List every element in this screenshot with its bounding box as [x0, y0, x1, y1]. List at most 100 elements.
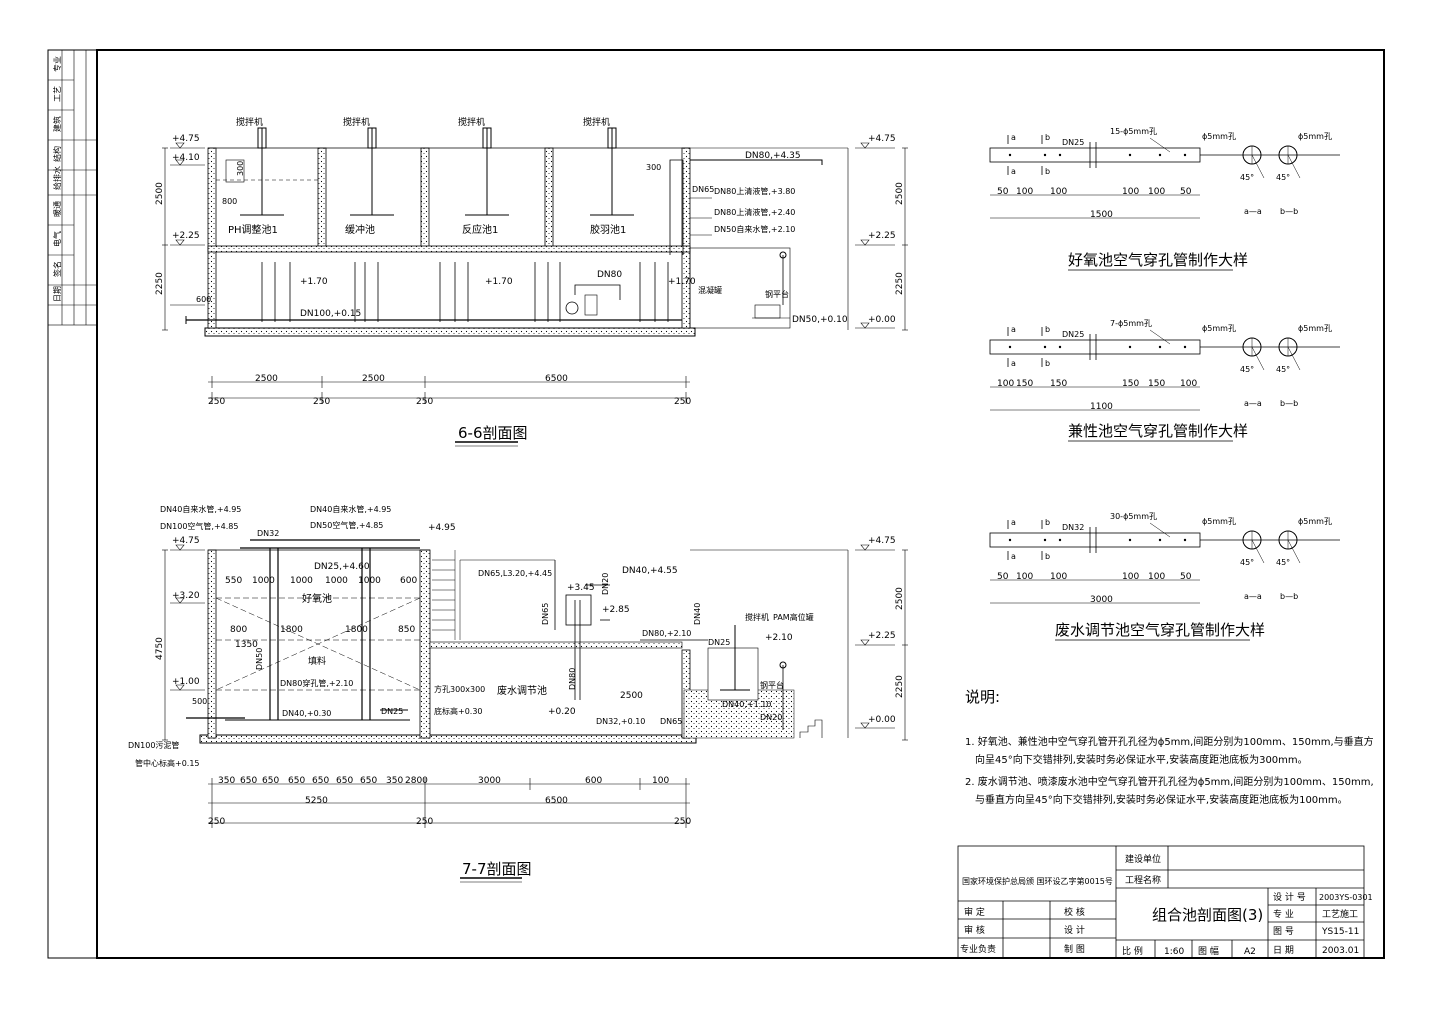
- cut-label: b: [1045, 325, 1050, 334]
- org-label: 国家环境保护总局颁 国环设乙字第0015号: [962, 876, 1113, 886]
- pipe-label: DN100空气管,+4.85: [160, 521, 238, 531]
- pipe-label: DN40,+0.30: [282, 709, 331, 718]
- mixer-label: 搅拌机: [745, 612, 769, 622]
- pipe-label: DN32,+0.10: [596, 717, 645, 726]
- sidebar-cell: 电气: [52, 231, 62, 247]
- dim-label: 800: [230, 625, 247, 635]
- cut-label: a: [1011, 133, 1016, 142]
- level-label: +4.10: [172, 153, 200, 163]
- size: A2: [1244, 947, 1256, 957]
- pipe-label: DN25: [708, 638, 730, 647]
- dim-label: DN65: [692, 185, 714, 194]
- dim-label: 50: [1180, 572, 1192, 582]
- tank-label: 好氧池: [302, 592, 332, 605]
- pipe-dn-label: DN25: [1062, 330, 1084, 339]
- dim-label: 650: [262, 776, 279, 786]
- sidebar-cell: 签名: [52, 261, 62, 277]
- inner-frame: [96, 49, 1385, 959]
- dim-label: 4750: [155, 637, 165, 660]
- detail-title: 废水调节池空气穿孔管制作大样: [1055, 621, 1265, 639]
- sidebar-cell: 专业: [52, 56, 62, 72]
- dim-label: 300: [236, 161, 245, 176]
- hole-label: 底标高+0.30: [434, 706, 483, 716]
- angle-label: 45°: [1276, 173, 1290, 182]
- section-6-6: [162, 127, 908, 447]
- detail-title: 兼性池空气穿孔管制作大样: [1068, 422, 1248, 440]
- pipe-label: DN20: [601, 573, 610, 595]
- level-label: +3.20: [172, 591, 200, 601]
- sidebar-cell: 工艺: [53, 86, 62, 102]
- dim-label: 2250: [895, 272, 905, 295]
- angle-label: 45°: [1240, 558, 1254, 567]
- tb-label: 审 核: [964, 924, 985, 936]
- pipe-label: DN80上清液管,+3.80: [714, 186, 795, 196]
- dim-label: 100: [1180, 379, 1197, 389]
- sidebar-cell: 结构: [52, 146, 62, 162]
- level-label: +2.25: [868, 631, 896, 641]
- dim-label: 2500: [620, 691, 643, 701]
- dim-label: 100: [1050, 187, 1067, 197]
- design-no: 2003YS-0301: [1319, 893, 1373, 902]
- dim-total: 1100: [1090, 402, 1113, 412]
- level-label: +2.85: [602, 605, 630, 615]
- dim-label: 850: [398, 625, 415, 635]
- pipe-label: DN80穿孔管,+2.10: [280, 678, 353, 688]
- pipe-label: DN65: [541, 603, 550, 625]
- level-label: +1.70: [668, 277, 696, 287]
- dim-label: 650: [312, 776, 329, 786]
- pipe-label: DN25,+4.60: [314, 562, 370, 572]
- tank-label: 缓冲池: [345, 223, 375, 236]
- note-line: 2. 废水调节池、喷漆废水池中空气穿孔管开孔孔径为ϕ5mm,间距分别为100mm…: [965, 775, 1374, 788]
- left-sidebar: [47, 49, 98, 326]
- dim-label: 350: [386, 776, 403, 786]
- drawing-title: 组合池剖面图(3): [1152, 906, 1263, 924]
- dim-label: 6500: [545, 796, 568, 806]
- dim-label: 250: [208, 397, 225, 407]
- title-block: [957, 845, 1365, 959]
- level-label: +1.70: [300, 277, 328, 287]
- note-line: 向呈45°向下交错排列,安装时务必保证水平,安装高度距池底板为300mm。: [975, 753, 1308, 766]
- pipe-label: DN40: [693, 603, 702, 625]
- section-mark: a—a: [1244, 207, 1262, 216]
- dim-label: 650: [360, 776, 377, 786]
- pipe-label: DN80: [597, 270, 622, 280]
- section-mark: b—b: [1280, 207, 1298, 216]
- pipe-label: DN40自来水管,+4.95: [160, 504, 241, 514]
- level-label: +2.25: [172, 231, 200, 241]
- dim-label: 50: [997, 187, 1009, 197]
- tank-label: 胶羽池1: [590, 223, 626, 236]
- cut-label: b: [1045, 133, 1050, 142]
- dim-label: 1000: [290, 576, 313, 586]
- pipe-label: DN40自来水管,+4.95: [310, 504, 391, 514]
- level-label: +2.25: [868, 231, 896, 241]
- dim-label: 1000: [252, 576, 275, 586]
- tb-label: 专业负责: [960, 943, 996, 955]
- section-7-7-labels: DN40自来水管,+4.95 DN100空气管,+4.85 DN32 DN40自…: [128, 504, 905, 878]
- dim-label: 50: [1180, 187, 1192, 197]
- hole-size-label: ϕ5mm孔: [1298, 132, 1332, 141]
- pipe-dn-label: DN25: [1062, 138, 1084, 147]
- dim-label: 100: [1122, 187, 1139, 197]
- dim-total: 1500: [1090, 210, 1113, 220]
- pipe-detail: aabbDN2515-ϕ5mm孔ϕ5mm孔45°a—aϕ5mm孔45°b—b50…: [989, 127, 1340, 271]
- angle-label: 45°: [1240, 173, 1254, 182]
- dim-label: 2500: [362, 374, 385, 384]
- project-label: 工程名称: [1125, 874, 1161, 886]
- pipe-label: DN40,+4.55: [622, 566, 678, 576]
- angle-label: 45°: [1276, 365, 1290, 374]
- dim-label: 2500: [895, 587, 905, 610]
- dim-label: 6500: [545, 374, 568, 384]
- pipe-label: 管中心标高+0.15: [135, 758, 200, 768]
- pipe-label: DN65,L3.20,+4.45: [478, 569, 552, 578]
- dim-label: 100: [1122, 572, 1139, 582]
- dim-label: 650: [288, 776, 305, 786]
- mixer-label: 搅拌机: [458, 116, 485, 128]
- tb-label: 日 期: [1273, 945, 1294, 956]
- section-mark: b—b: [1280, 399, 1298, 408]
- section-title: 6-6剖面图: [458, 424, 528, 442]
- dim-label: 500: [192, 697, 207, 706]
- tb-label: 专 业: [1273, 908, 1294, 920]
- dim-label: 150: [1122, 379, 1139, 389]
